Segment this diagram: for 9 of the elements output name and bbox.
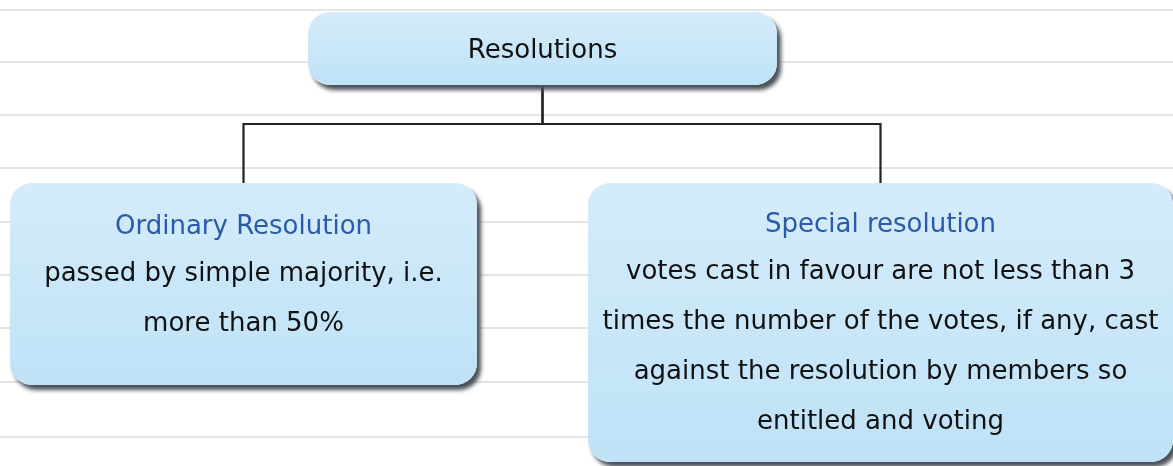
rounded-box: [10, 183, 477, 385]
connector-line: [541, 85, 882, 183]
rounded-box: [588, 183, 1173, 462]
box-heading: Special resolution: [765, 206, 996, 240]
rounded-box: [308, 12, 777, 85]
box-heading: Ordinary Resolution: [115, 209, 372, 242]
box-text: Resolutions: [467, 33, 618, 64]
box-text: votes cast in favour are not less than 3 times the number of the votes, if any, cast against the resolution by members so entitled and voting: [601, 253, 1160, 437]
box-text: passed by simple majority, i.e. more than 50%: [43, 256, 444, 339]
